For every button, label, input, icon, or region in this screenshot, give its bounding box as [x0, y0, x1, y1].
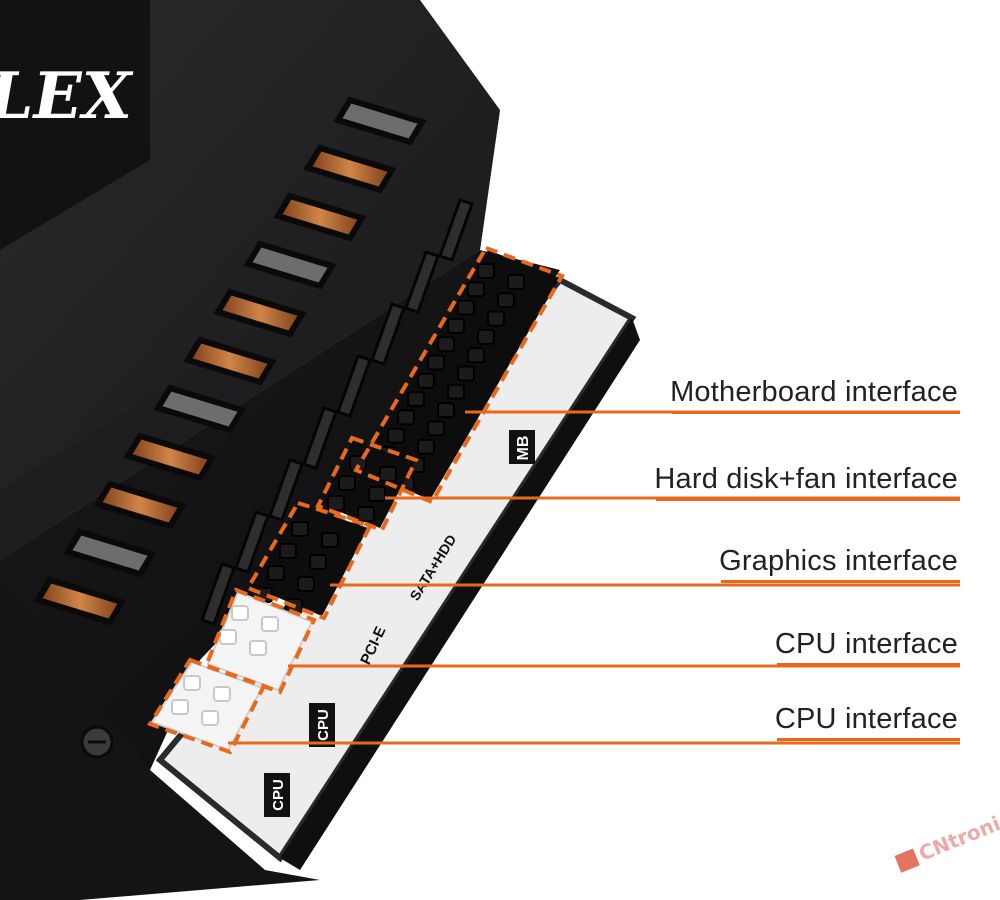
callout-underline [656, 498, 960, 501]
connector-pin [437, 336, 455, 353]
connector-pin [457, 365, 475, 382]
connector-pin [427, 420, 445, 437]
connector-pin [219, 629, 237, 645]
callout-label-graphics: Graphics interface [719, 545, 958, 577]
connector-pin [279, 543, 297, 559]
side-vent-slot [234, 510, 270, 574]
highlight-hdd-fan [315, 435, 419, 533]
connector-pin [261, 616, 279, 632]
connector-pin [291, 521, 309, 537]
callout-label-cpu-1: CPU interface [774, 628, 958, 660]
side-vent-slot [200, 562, 236, 626]
connector-pin [357, 506, 375, 522]
highlight-graphics [245, 500, 373, 621]
board-label-cpu-1: CPU [309, 703, 335, 747]
callout-label-cpu-2: CPU interface [774, 703, 958, 735]
side-vent-slot [404, 250, 440, 314]
vent-slot [213, 288, 307, 338]
vent-slot [243, 240, 337, 290]
connector-pin [397, 409, 415, 426]
connector-pin [447, 317, 465, 334]
psu-case-lower [0, 580, 320, 900]
callout-underline [777, 663, 960, 666]
board-label-mb-text: MB [515, 436, 532, 461]
connector-pin [267, 565, 285, 581]
highlight-cpu-2 [146, 657, 267, 755]
cpu-connector-1 [206, 590, 314, 692]
highlight-cpu-1 [203, 587, 317, 695]
connector-pin [249, 640, 267, 656]
connector-pin [379, 466, 397, 482]
connector-pin [183, 675, 201, 691]
side-vent-slot [268, 458, 304, 522]
connector-pin [297, 576, 315, 592]
highlight-boxes [146, 245, 565, 755]
connector-pin [467, 281, 485, 298]
board-label-cpu-2-text: CPU [270, 779, 287, 811]
callout-underline [672, 411, 960, 414]
connector-pin [417, 372, 435, 389]
side-vent-slot [370, 302, 406, 366]
connector-pin [387, 427, 405, 444]
cpu-connector-2 [150, 660, 264, 752]
connector-pin [477, 328, 495, 345]
board-label-cpu-2: CPU [264, 773, 290, 817]
vent-slot [123, 432, 217, 482]
board-label-cpu-1-text: CPU [315, 709, 332, 741]
vent-slot [303, 144, 397, 194]
vent-slot [333, 96, 427, 146]
connector-pin [309, 554, 327, 570]
connector-pin [507, 274, 525, 290]
connector-pin [437, 402, 455, 419]
callout-underline [721, 580, 960, 583]
logo-text: LEX [0, 58, 138, 133]
connector-pin [457, 299, 475, 316]
connector-pin [321, 532, 339, 548]
side-vent-slot [302, 406, 338, 470]
vent-slot [93, 480, 187, 530]
connector-pin [231, 605, 249, 621]
connector-pin [213, 686, 231, 702]
connector-pin [467, 347, 485, 364]
connector-pin [477, 263, 495, 279]
connector-pin [407, 391, 425, 408]
vent-slot [33, 576, 127, 626]
side-vent-slot [336, 354, 372, 418]
side-vent-slot [438, 198, 474, 262]
vent-slots [33, 96, 474, 626]
connector-board-edge [280, 318, 640, 870]
connector-pin [368, 486, 386, 502]
logo-panel [0, 0, 150, 250]
vent-slot [63, 528, 157, 578]
connector-pin [447, 383, 465, 400]
vent-slot [183, 336, 277, 386]
connector-pin [417, 438, 435, 455]
vent-slot [273, 192, 367, 242]
psu-case-front [0, 110, 500, 560]
connector-pin [171, 699, 189, 715]
connector-pin [338, 475, 356, 491]
callout-label-hdd-fan: Hard disk+fan interface [654, 463, 958, 495]
callout-label-motherboard: Motherboard interface [670, 376, 958, 408]
vent-slot [153, 384, 247, 434]
connector-pin [327, 495, 345, 511]
board-label-mb: MB [509, 430, 535, 464]
connector-pin [201, 710, 219, 726]
callout-underline [777, 738, 960, 741]
connector-pin [427, 354, 445, 371]
connector-pin [497, 292, 515, 309]
connector-pin [487, 310, 505, 327]
